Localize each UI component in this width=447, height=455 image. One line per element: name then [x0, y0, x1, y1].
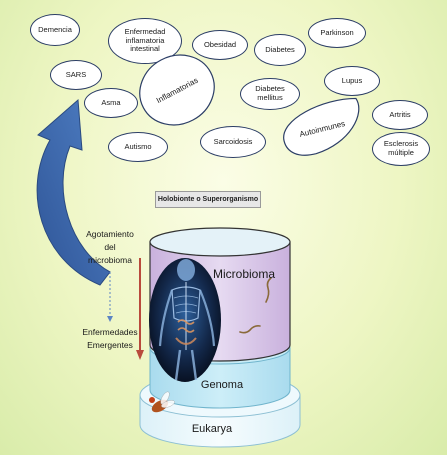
bubble-autismo: Autismo: [108, 132, 168, 162]
curved-arrow-body: [36, 98, 111, 286]
bubble-sars: SARS: [50, 60, 102, 90]
bubble-diabetes-mellitus: Diabetes mellitus: [240, 78, 300, 110]
bubble-esclerosis-multiple: Esclerosis múltiple: [372, 132, 430, 166]
left-label-emerging: Enfermedades Emergentes: [82, 327, 137, 350]
red-down-arrow: [136, 258, 144, 360]
bubble-obesidad: Obesidad: [192, 30, 248, 60]
bubble-inflamatorias: Inflamatorias: [139, 54, 215, 126]
svg-text:Enfermedades: Enfermedades: [82, 327, 137, 337]
svg-text:del: del: [104, 242, 115, 252]
bubble-demencia: Demencia: [30, 14, 80, 46]
fruit-fly-icon: [149, 391, 175, 413]
microbe-worm-icon: [265, 277, 272, 303]
bubble-diabetes: Diabetes: [254, 34, 306, 66]
svg-text:microbioma: microbioma: [88, 255, 132, 265]
bubble-lupus: Lupus: [324, 66, 380, 96]
bubble-sarcoidosis: Sarcoidosis: [200, 126, 266, 158]
small-down-arrow: [107, 272, 113, 322]
microbe-worm-icon-2: [239, 325, 261, 334]
bubble-asma: Asma: [84, 88, 138, 118]
bubble-parkinson: Parkinson: [308, 18, 366, 48]
human-body-image: [149, 258, 221, 382]
bubble-artritis: Artritis: [372, 100, 428, 130]
label-eukarya: Eukarya: [192, 423, 233, 435]
diagram-title-box: Holobionte o Superorganismo: [155, 191, 261, 208]
svg-text:Agotamiento: Agotamiento: [86, 229, 134, 239]
label-microbioma: Microbioma: [213, 267, 275, 281]
bubble-autoinmunes: Autoinmunes: [283, 97, 360, 156]
svg-text:Emergentes: Emergentes: [87, 340, 133, 350]
left-label-depletion: Agotamiento del microbioma: [86, 229, 134, 265]
label-genoma: Genoma: [201, 379, 244, 391]
